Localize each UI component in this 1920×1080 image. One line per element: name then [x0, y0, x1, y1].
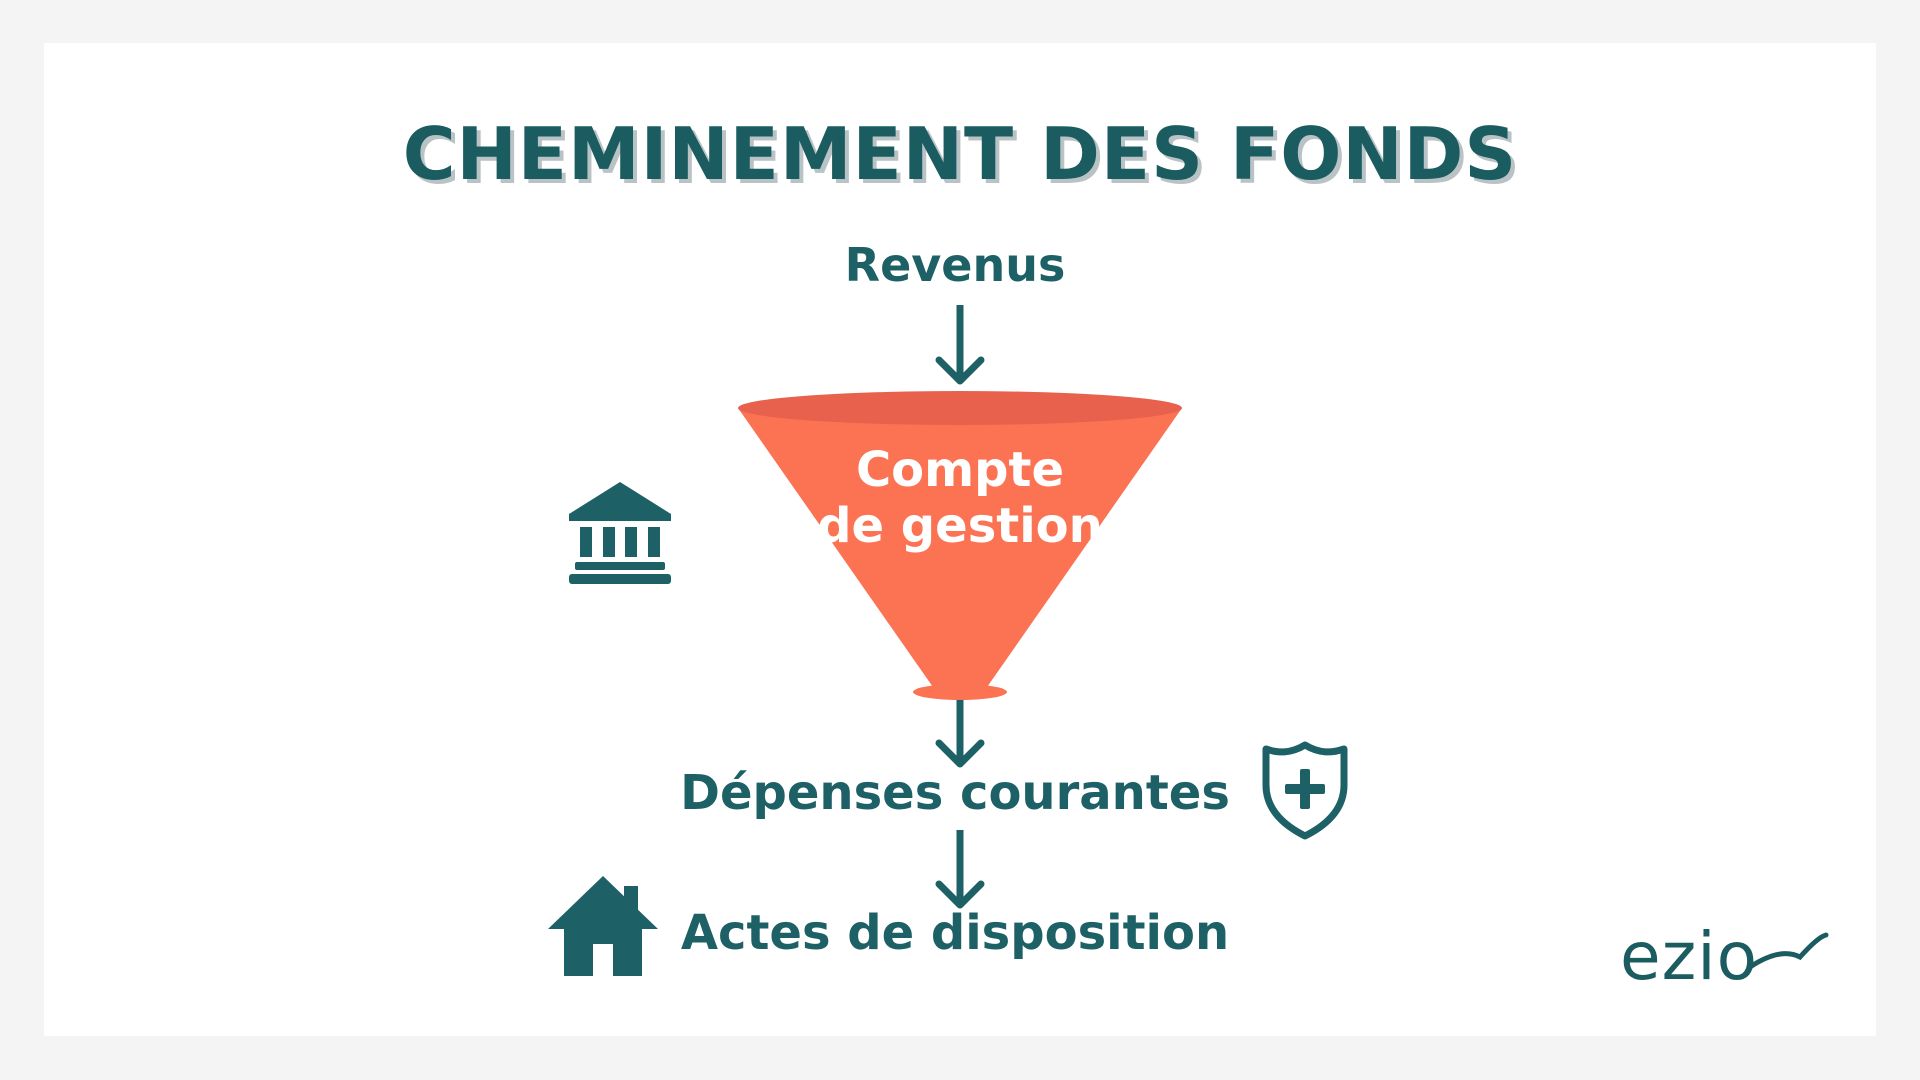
shield-plus-icon	[1262, 741, 1348, 840]
arrow-revenus-to-compte	[935, 305, 985, 385]
compte-line-2: de gestion	[817, 498, 1103, 554]
revenus-label: Revenus	[844, 238, 1066, 292]
actes-de-disposition-label: Actes de disposition	[680, 905, 1230, 961]
arrow-depenses-to-actes	[935, 830, 985, 909]
bank-icon	[569, 482, 671, 584]
compte-de-gestion-label: Compte de gestion	[760, 442, 1160, 554]
logo-text: ezio	[1620, 918, 1758, 995]
compte-line-1: Compte	[855, 442, 1065, 498]
logo-swoosh	[1747, 932, 1829, 970]
funnel-shape	[738, 391, 1182, 700]
clipped-content-fragment	[730, 980, 1150, 988]
arrow-compte-to-depenses	[935, 700, 985, 768]
house-icon	[548, 876, 658, 976]
page-title: CHEMINEMENT DES FONDS	[402, 112, 1518, 196]
ezio-logo: ezio	[1620, 922, 1830, 992]
depenses-courantes-label: Dépenses courantes	[680, 765, 1230, 821]
